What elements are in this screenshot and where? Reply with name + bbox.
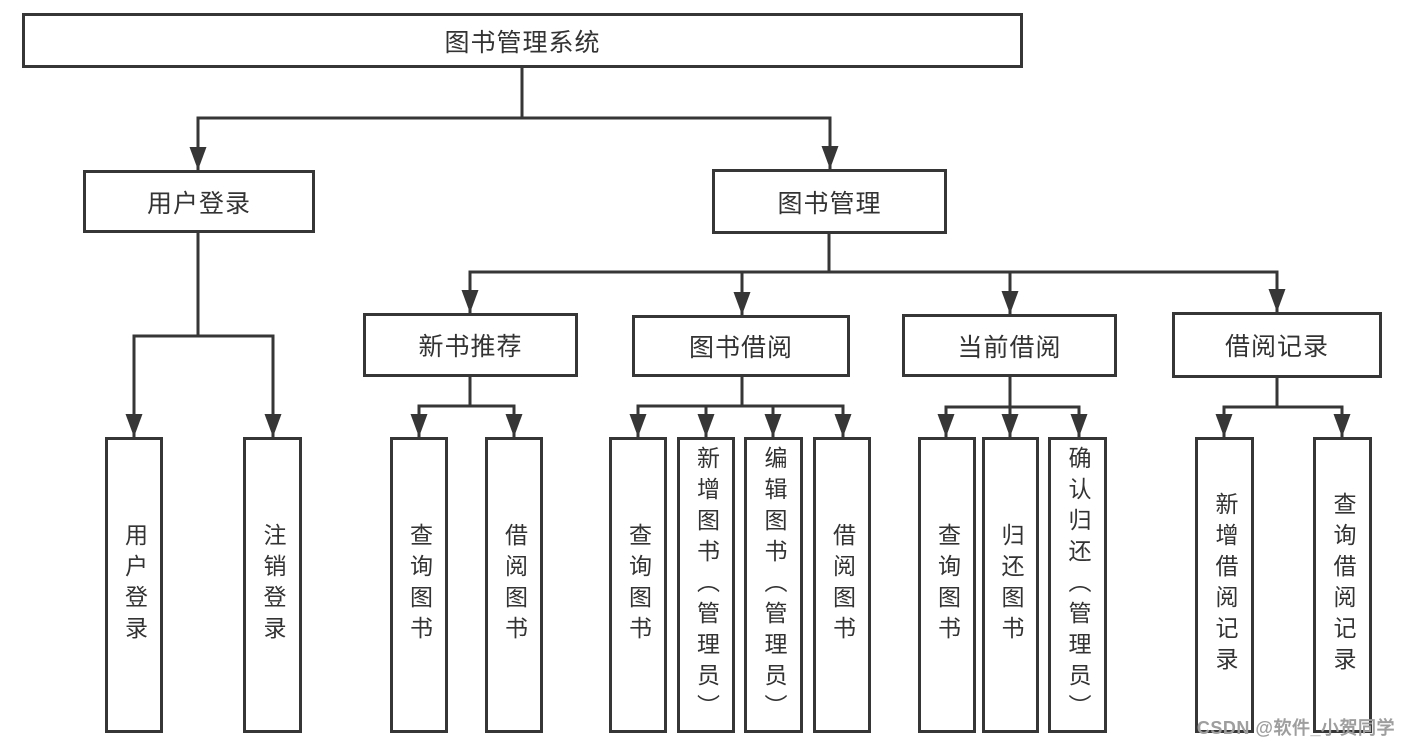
connector-rails [132,68,1344,409]
leaf-return-book: 归还图书 [982,437,1039,733]
leaf-label: 确认归还（管理员） [1065,445,1091,725]
leaf-label: 借阅图书 [829,523,856,647]
node-borrow-records: 借阅记录 [1172,312,1382,378]
node-book-management: 图书管理 [712,169,947,234]
node-root-system: 图书管理系统 [22,13,1023,68]
leaf-label: 归还图书 [998,523,1024,647]
node-label: 当前借阅 [957,333,1062,362]
node-current-borrow: 当前借阅 [902,314,1117,377]
leaf-edit-book-admin: 编辑图书（管理员） [744,437,803,733]
leaf-label: 查询图书 [406,523,433,647]
node-label: 图书借阅 [688,334,793,362]
leaf-label: 用户登录 [121,523,148,647]
node-label: 图书管理 [777,189,882,218]
leaf-add-book-admin: 新增图书（管理员） [677,437,735,733]
leaf-label: 查询借阅记录 [1330,492,1356,678]
node-label: 借阅记录 [1224,333,1329,361]
leaf-confirm-return-admin: 确认归还（管理员） [1048,437,1107,733]
leaf-label: 注销登录 [260,523,286,647]
leaf-borrow-book-recommend: 借阅图书 [485,437,543,733]
leaf-logout: 注销登录 [243,437,302,733]
node-label: 图书管理系统 [444,28,601,57]
leaf-query-book-recommend: 查询图书 [390,437,448,733]
leaf-label: 查询图书 [934,523,961,647]
node-book-borrow: 图书借阅 [632,315,850,377]
node-label: 新书推荐 [418,333,523,361]
leaf-label: 新增借阅记录 [1212,492,1238,678]
leaf-query-book-borrow: 查询图书 [609,437,667,733]
leaf-borrow-book: 借阅图书 [813,437,871,733]
node-label: 用户登录 [146,189,251,218]
leaf-query-borrow-record: 查询借阅记录 [1313,437,1372,733]
csdn-watermark: CSDN @软件_小贺同学 [1196,718,1395,738]
leaf-user-login: 用户登录 [105,437,163,733]
node-user-login: 用户登录 [83,170,315,233]
leaf-label: 查询图书 [625,523,652,647]
leaf-label: 编辑图书（管理员） [761,445,787,725]
leaf-add-borrow-record: 新增借阅记录 [1195,437,1254,733]
node-new-book-recommend: 新书推荐 [363,313,578,377]
leaf-query-book-current: 查询图书 [918,437,976,733]
leaf-label: 新增图书（管理员） [693,445,720,725]
arrowhead-icons [125,118,1351,437]
leaf-label: 借阅图书 [501,523,528,647]
